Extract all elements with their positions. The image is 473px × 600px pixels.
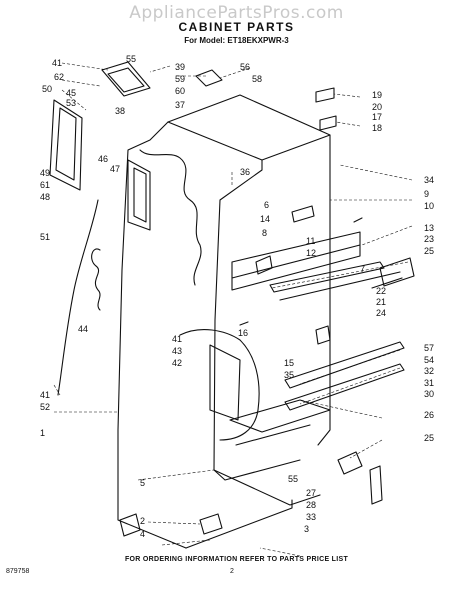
- callout: 39: [175, 62, 185, 72]
- callout: 9: [424, 189, 429, 199]
- callout: 43: [172, 346, 182, 356]
- callout: 44: [78, 324, 88, 334]
- callout-numbers: 41 62 50 45 53 55 39 59 60 38 37 56 58 1…: [40, 54, 434, 539]
- callout: 17: [372, 112, 382, 122]
- liner-left-cut: [139, 149, 202, 286]
- diagram-title: CABINET PARTS: [178, 20, 295, 34]
- cabinet-top: [167, 94, 331, 161]
- crisper-rail: [284, 341, 405, 389]
- callout: 16: [238, 328, 248, 338]
- callout: 22: [376, 286, 386, 296]
- callout: 32: [424, 366, 434, 376]
- callout: 56: [240, 62, 250, 72]
- callout: 41: [172, 334, 182, 344]
- callout: 45: [66, 88, 76, 98]
- callout: 60: [175, 86, 185, 96]
- base-frame: [213, 459, 301, 481]
- bottom-hinge: [337, 451, 363, 475]
- callout: 42: [172, 358, 182, 368]
- callout: 8: [262, 228, 267, 238]
- power-cord: [57, 199, 99, 396]
- shelf-rail-upper: [269, 261, 385, 293]
- callout: 47: [110, 164, 120, 174]
- callout: 31: [424, 378, 434, 388]
- cabinet-right-side: [317, 134, 331, 446]
- callout: 12: [306, 248, 316, 258]
- callout: 19: [372, 90, 382, 100]
- callout: 52: [40, 402, 50, 412]
- callout: 28: [306, 500, 316, 510]
- callout: 61: [40, 180, 50, 190]
- hinge-cover: [101, 61, 151, 97]
- callout: 33: [306, 512, 316, 522]
- callout: 50: [42, 84, 52, 94]
- liner-left-panel: [127, 159, 151, 231]
- callout: 1: [40, 428, 45, 438]
- callout: 25: [424, 433, 434, 443]
- callout: 37: [175, 100, 185, 110]
- callout: 46: [98, 154, 108, 164]
- roller-assembly: [199, 513, 223, 535]
- callout: 6: [264, 200, 269, 210]
- callout: 11: [306, 236, 315, 246]
- callout: 14: [260, 214, 270, 224]
- callout: 57: [424, 343, 434, 353]
- callout: 38: [115, 106, 125, 116]
- callout: 35: [284, 370, 294, 380]
- callout: 34: [424, 175, 434, 185]
- callout: 24: [376, 308, 386, 318]
- right-hinge-bracket: [379, 257, 415, 287]
- callout: 18: [372, 123, 382, 133]
- footer-note: FOR ORDERING INFORMATION REFER TO PARTS …: [124, 556, 349, 563]
- callout: 5: [140, 478, 145, 488]
- control-housing: [49, 99, 83, 191]
- top-hinge: [195, 69, 223, 87]
- reference-code: 879758: [6, 568, 30, 575]
- watermark: AppliancePartsPros.com: [129, 3, 344, 23]
- page-number: 2: [230, 568, 234, 575]
- callout: 26: [424, 410, 434, 420]
- callout: 4: [140, 529, 145, 539]
- callout: 21: [376, 297, 386, 307]
- cabinet-inner-liner: [213, 159, 321, 506]
- top-right-bracket: [315, 87, 335, 103]
- callout: 48: [40, 192, 50, 202]
- callout: 27: [306, 488, 316, 498]
- callout: 55: [288, 474, 298, 484]
- callout: 55: [126, 54, 136, 64]
- mullion: [231, 231, 361, 279]
- callout: 51: [40, 232, 50, 242]
- callout: 54: [424, 355, 434, 365]
- crisper-rail-2: [284, 363, 405, 411]
- callout: 7: [360, 264, 365, 274]
- callout: 13: [424, 223, 434, 233]
- callout: 36: [240, 167, 250, 177]
- lower-cutaway: [179, 329, 260, 441]
- model-label: For Model: ET18EKXPWR-3: [184, 36, 289, 45]
- callout: 53: [66, 98, 76, 108]
- callout: 41: [52, 58, 62, 68]
- shelf-rail-lower: [279, 271, 401, 301]
- callout: 3: [304, 524, 309, 534]
- callout: 59: [175, 74, 185, 84]
- callout: 30: [424, 389, 434, 399]
- callout: 10: [424, 201, 434, 211]
- callout: 20: [372, 102, 382, 112]
- callout: 62: [54, 72, 64, 82]
- cabinet-bottom: [185, 499, 293, 549]
- callout: 49: [40, 168, 50, 178]
- callout: 58: [252, 74, 262, 84]
- callout: 2: [140, 516, 145, 526]
- callout: 15: [284, 358, 294, 368]
- callout: 41: [40, 390, 50, 400]
- callout: 25: [424, 246, 434, 256]
- callout: 23: [424, 234, 434, 244]
- cabinet-front-left-edge: [117, 121, 187, 549]
